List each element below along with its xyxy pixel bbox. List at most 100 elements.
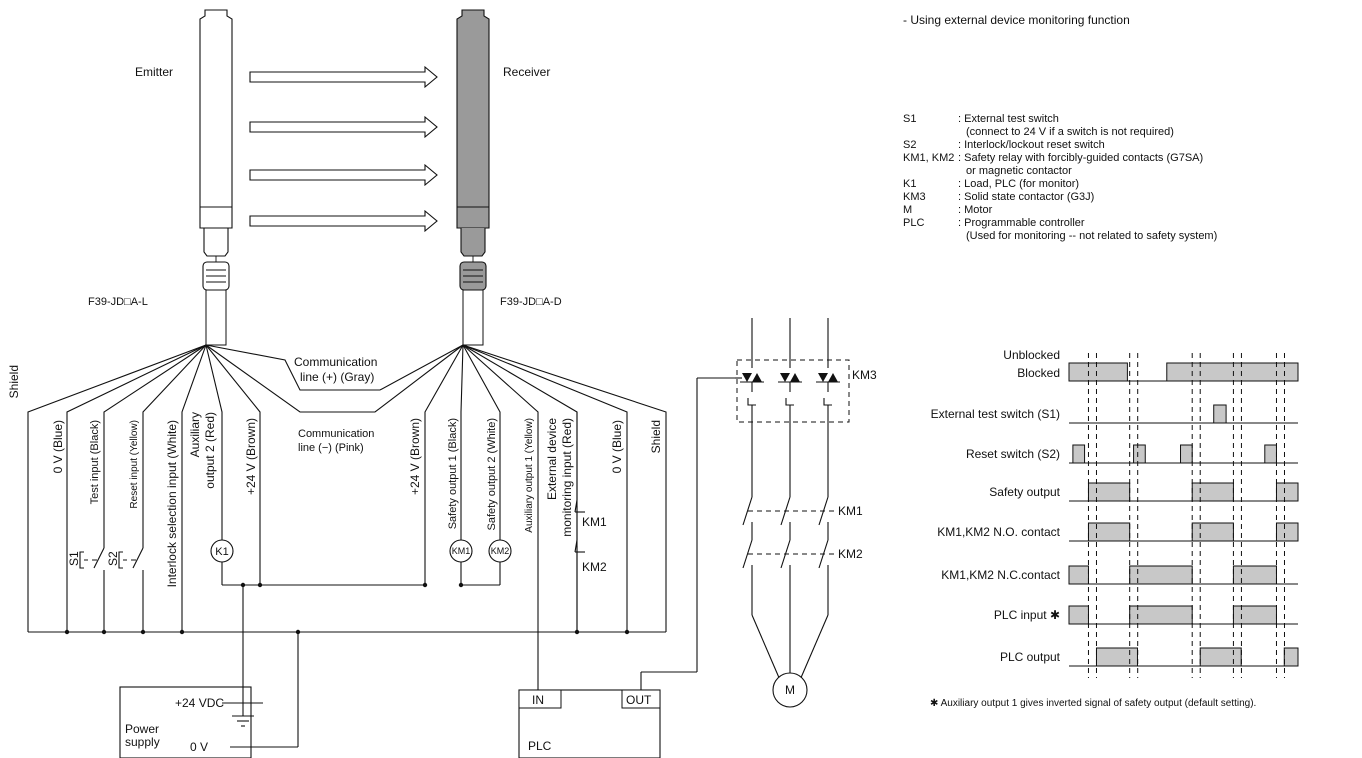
wire-label-edm-1: External device: [545, 418, 559, 500]
plc-box: [518, 377, 735, 758]
timing-row-label: Unblocked: [1003, 348, 1060, 362]
light-beam-arrows: [249, 65, 438, 233]
legend-key: PLC: [903, 217, 924, 229]
km1-main-label: KM1: [838, 504, 863, 518]
diagram-title: - Using external device monitoring funct…: [903, 13, 1130, 27]
receiver-unit: [456, 9, 490, 346]
timing-pulse: [1166, 362, 1299, 382]
wire-label-aux1: Auxiliary output 1 (Yellow): [524, 418, 535, 533]
legend-key: S1: [903, 113, 916, 125]
timing-row-label: KM1,KM2 N.C.contact: [941, 568, 1060, 582]
wire-label-safety1: Safety output 1 (Black): [447, 418, 459, 529]
legend-key: KM1, KM2: [903, 152, 954, 164]
wire-label-aux2-2: output 2 (Red): [203, 412, 217, 489]
wire-label-comm-minus-2: line (−) (Pink): [298, 442, 364, 454]
km2-coil-label: KM2: [491, 546, 510, 556]
plc-in-label: IN: [532, 693, 544, 707]
emitter-label: Emitter: [135, 65, 173, 79]
motor-label: M: [785, 683, 795, 697]
km1-coil-label: KM1: [452, 546, 471, 556]
timing-pulse: [1095, 647, 1138, 667]
timing-pulse: [1191, 482, 1234, 502]
timing-pulse: [1068, 565, 1089, 585]
emitter-unit: [199, 9, 233, 346]
timing-pulse: [1129, 605, 1193, 625]
power-supply-label-1: Power: [125, 722, 159, 736]
wire-label-comm-minus-1: Communication: [298, 428, 374, 440]
timing-pulse: [1072, 444, 1086, 464]
legend-desc: : Solid state contactor (G3J): [958, 191, 1094, 203]
wire-label-edm-2: monitoring input (Red): [560, 418, 574, 537]
emitter-wire-fan: [27, 344, 464, 632]
wire-label-comm-plus-2: line (+) (Gray): [300, 370, 374, 384]
legend-desc: : Motor: [958, 204, 993, 216]
wire-label-24v-right: +24 V (Brown): [408, 418, 422, 495]
legend-key: K1: [903, 178, 916, 190]
timing-row-label: External test switch (S1): [931, 407, 1060, 421]
s1-switch: [79, 540, 105, 632]
plc-out-label: OUT: [626, 693, 652, 707]
timing-row-label: KM1,KM2 N.O. contact: [937, 525, 1060, 539]
timing-pulse: [1087, 522, 1131, 542]
timing-pulse: [1068, 362, 1128, 382]
s2-switch: [118, 540, 144, 632]
km2-main-label: KM2: [838, 547, 863, 561]
wire-label-0v-left: 0 V (Blue): [51, 420, 65, 473]
edm-km2-label: KM2: [582, 560, 607, 574]
timing-pulse: [1275, 522, 1299, 542]
timing-pulse: [1068, 605, 1089, 625]
timing-pulse: [1199, 647, 1242, 667]
s2-label: S2: [106, 551, 120, 566]
legend-key: M: [903, 204, 912, 216]
plc-label: PLC: [528, 739, 552, 753]
km1-coil: [449, 539, 473, 585]
legend-key: S2: [903, 139, 916, 151]
km2-coil: [461, 539, 512, 586]
km3-label: KM3: [852, 368, 877, 382]
edm-contacts: [574, 412, 585, 632]
power-supply-label-2: supply: [125, 735, 160, 749]
legend-key: KM3: [903, 191, 926, 203]
timing-pulse: [1129, 565, 1193, 585]
legend-desc: : Interlock/lockout reset switch: [958, 139, 1105, 151]
timing-pulse: [1180, 444, 1193, 464]
receiver-cable-label: F39-JD□A-D: [500, 296, 562, 308]
legend-desc: (connect to 24 V if a switch is not requ…: [966, 126, 1174, 138]
timing-row-label: Blocked: [1017, 366, 1060, 380]
timing-row-label: PLC output: [1000, 650, 1061, 664]
wire-label-24v-left: +24 V (Brown): [244, 418, 258, 495]
timing-row-label: Safety output: [989, 485, 1060, 499]
wire-label-0v-right: 0 V (Blue): [610, 420, 624, 473]
wire-label-aux2-1: Auxiliary: [188, 412, 202, 457]
timing-row-label: PLC input ✱: [994, 608, 1060, 622]
legend: S1 : External test switch (connect to 24…: [903, 113, 1217, 242]
edm-km1-label: KM1: [582, 515, 607, 529]
legend-desc: : Safety relay with forcibly-guided cont…: [958, 152, 1203, 164]
k1-label: K1: [215, 546, 228, 558]
timing-pulse: [1275, 482, 1299, 502]
legend-desc: (Used for monitoring -- not related to s…: [966, 230, 1217, 242]
power-supply-box: [119, 585, 299, 758]
wire-label-shield-left: Shield: [7, 365, 21, 398]
wire-label-interlock-input: Interlock selection input (White): [165, 420, 179, 587]
motor-symbol: [772, 672, 808, 708]
timing-pulse: [1264, 444, 1277, 464]
wire-label-safety2: Safety output 2 (White): [486, 418, 498, 531]
receiver-label: Receiver: [503, 65, 550, 79]
emitter-cable-label: F39-JD□A-L: [88, 296, 148, 308]
wire-label-shield-right: Shield: [649, 420, 663, 453]
timing-footnote: ✱ Auxiliary output 1 gives inverted sign…: [930, 698, 1256, 709]
legend-desc: : Programmable controller: [958, 217, 1085, 229]
timing-pulse: [1283, 647, 1299, 667]
bus-junction-dots: [64, 582, 630, 635]
timing-pulse: [1232, 565, 1277, 585]
timing-row-label: Reset switch (S2): [966, 447, 1060, 461]
power-24vdc-label: +24 VDC: [175, 696, 224, 710]
wire-label-comm-plus-1: Communication: [294, 355, 377, 369]
legend-desc: : External test switch: [958, 113, 1059, 125]
wire-label-reset-input: Reset input (Yellow): [129, 420, 140, 509]
timing-pulse: [1087, 482, 1131, 502]
power-0v-label: 0 V: [190, 740, 208, 754]
